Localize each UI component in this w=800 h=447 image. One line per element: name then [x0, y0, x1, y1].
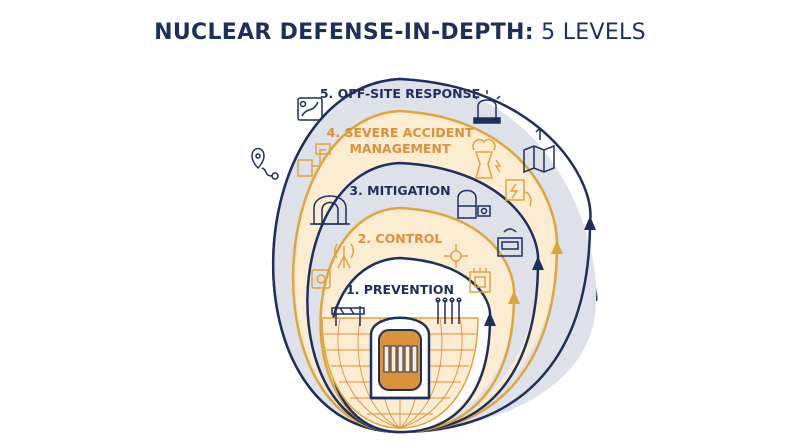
level-3-label: 3. MITIGATION — [349, 183, 450, 198]
barrier-icon — [331, 306, 365, 326]
diesel-generator-icon — [297, 143, 331, 177]
valve-icon — [444, 244, 468, 268]
level-1-label: 1. PREVENTION — [346, 282, 454, 297]
sensor-icon — [311, 269, 331, 289]
page-title: NUCLEAR DEFENSE-IN-DEPTH: 5 LEVELS — [0, 20, 800, 45]
power-box-icon — [505, 179, 532, 207]
level-4-label-line1: 4. SEVERE ACCIDENT — [327, 125, 474, 140]
containment-dome-icon — [310, 195, 350, 225]
control-rods-icon — [435, 297, 462, 324]
level-4-label-line2: MANAGEMENT — [349, 141, 450, 156]
control-panel-icon — [497, 228, 523, 257]
antenna-icon — [334, 243, 354, 269]
map-icon — [523, 126, 555, 174]
title-bold: NUCLEAR DEFENSE-IN-DEPTH: — [154, 20, 534, 45]
location-pin-icon — [251, 147, 279, 180]
cooling-tower-icon — [472, 138, 502, 179]
title-rest: 5 LEVELS — [541, 20, 646, 45]
reactor-core-icon — [369, 316, 431, 400]
level-2-label: 2. CONTROL — [358, 231, 443, 246]
level-5-label: 5. OFF-SITE RESPONSE — [320, 86, 480, 101]
route-map-icon — [297, 97, 323, 121]
chip-icon — [469, 268, 491, 293]
siren-icon — [473, 90, 501, 124]
reactor-building-icon — [457, 189, 491, 219]
